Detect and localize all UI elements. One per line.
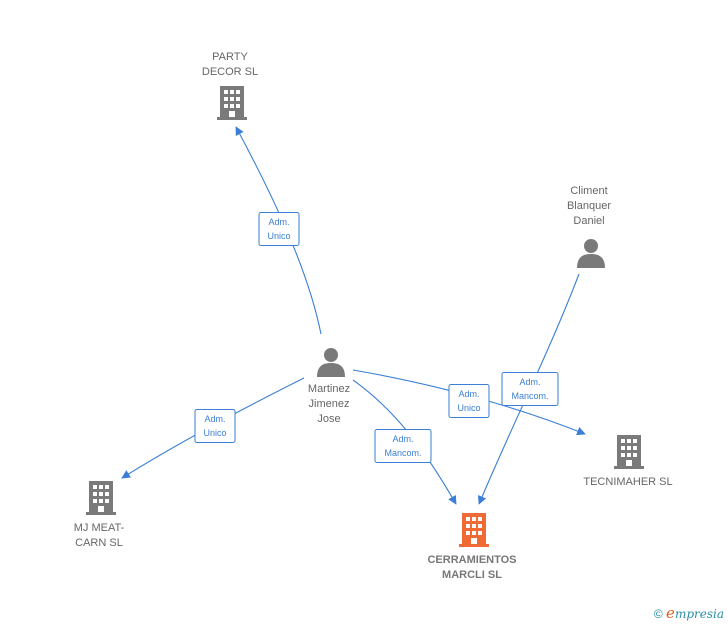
edge-label-text: Adm. [204,414,225,424]
footer-brand: © empresia [654,604,724,622]
building-icon [217,86,247,120]
edge-label-text: Unico [267,231,290,241]
edge-label-e1[interactable]: Adm. Unico [258,212,300,246]
node-label: PARTY [212,51,248,63]
node-label: CERRAMIENTOS [427,554,516,566]
brand-logo: empresia [666,604,724,622]
building-icon [614,435,644,469]
node-label: TECNIMAHER SL [583,476,672,488]
node-label: DECOR SL [202,66,258,78]
node-cerramientos[interactable]: CERRAMIENTOS MARCLI SL [427,513,517,581]
edge-label-text: Unico [457,403,480,413]
node-label: Climent [570,185,607,197]
edge-label-e5[interactable]: Adm. Mancom. [501,372,559,406]
edge-label-box [258,212,300,246]
node-party[interactable]: PARTY DECOR SL [202,51,258,120]
edge-label-e4[interactable]: Adm. Unico [448,384,490,418]
edge-label-text: Mancom. [511,391,548,401]
node-label: Martinez [308,383,350,395]
person-icon [317,348,345,377]
nodes-layer: PARTY DECOR SL ClimentBlanquerDanielMartin… [74,51,673,581]
edge-label-box [448,384,490,418]
edges-layer: Adm.UnicoAdm.UnicoAdm.Mancom.Adm.UnicoAd… [121,126,586,505]
copyright-icon: © [653,607,663,621]
node-label: MJ MEAT- [74,522,125,534]
edge-label-e3[interactable]: Adm. Mancom. [374,429,432,463]
node-label: CARN SL [75,537,123,549]
edge-label-box [374,429,432,463]
edge-label-text: Adm. [458,389,479,399]
node-mjmeat[interactable]: MJ MEAT- CARN SL [74,481,125,549]
edge-label-text: Adm. [268,217,289,227]
edge-label-text: Mancom. [384,448,421,458]
edge-label-text: Adm. [519,377,540,387]
node-label: MARCLI SL [442,569,502,581]
node-label: Jimenez [309,398,350,410]
building-icon [86,481,116,515]
edge-label-text: Unico [203,428,226,438]
edge-label-box [501,372,559,406]
edge-label-e2[interactable]: Adm. Unico [194,409,236,443]
edge-label-text: Adm. [392,434,413,444]
edge-label-box [194,409,236,443]
person-icon [577,239,605,268]
building-icon [459,513,489,547]
node-label: Daniel [573,215,604,227]
node-label: Jose [317,413,340,425]
node-tecnimaher[interactable]: TECNIMAHER SL [583,435,673,488]
node-label: Blanquer [567,200,611,212]
